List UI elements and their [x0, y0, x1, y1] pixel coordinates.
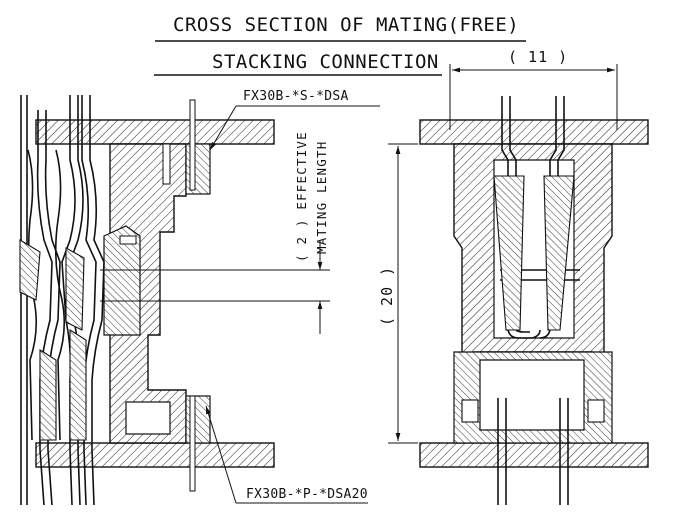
contact-bodies-right — [461, 175, 605, 423]
part-number-upper: FX30B-*S-*DSA — [243, 89, 349, 104]
stack-height-dimension — [388, 143, 418, 444]
mating-length-text-2: MATING LENGTH — [314, 141, 329, 254]
part-number-lower: FX30B-*P-*DSA20 — [246, 487, 368, 502]
svg-text:( 2 ) EFFECTIVE: ( 2 ) EFFECTIVE — [294, 131, 309, 262]
width-dimension — [449, 64, 618, 130]
mating-length-dimension — [100, 240, 330, 334]
title-line-1: CROSS SECTION OF MATING(FREE) — [173, 14, 519, 36]
leader-upper — [209, 105, 380, 151]
plug-housing-right — [453, 351, 613, 444]
mating-length-text-1: ( 2 ) EFFECTIVE — [294, 131, 309, 262]
leader-lower — [205, 405, 368, 504]
width-dimension-value: ( 11 ) — [508, 48, 568, 66]
upper-pcb-right — [419, 119, 649, 145]
contact-shells-left — [19, 239, 87, 441]
fitting-lower-left — [185, 395, 211, 492]
lower-pcb-right — [419, 442, 649, 468]
svg-text:( 20 ): ( 20 ) — [378, 266, 396, 326]
lower-pcb-left — [35, 442, 275, 468]
receptacle-housing-left — [103, 143, 187, 444]
svg-text:MATING LENGTH: MATING LENGTH — [314, 141, 329, 254]
title-line-2: STACKING CONNECTION — [212, 51, 439, 73]
stack-height-value: ( 20 ) — [378, 266, 396, 326]
upper-pcb-left — [35, 119, 275, 145]
fitting-upper-left — [162, 99, 211, 195]
